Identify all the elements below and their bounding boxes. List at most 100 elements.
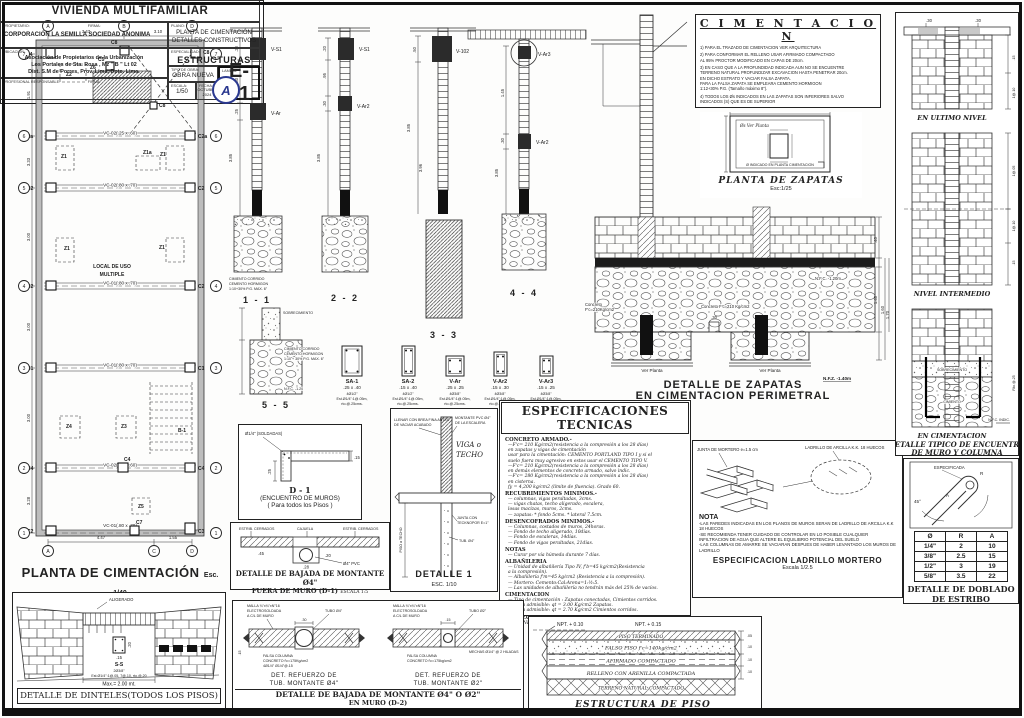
beam-section-SA1: SA-1 .25 x .40 4Ø1/2" Est.Ø1/4":1@.05m, … xyxy=(337,345,367,406)
svg-text:3.00: 3.00 xyxy=(26,232,31,241)
svg-text:.10: .10 xyxy=(747,658,752,662)
field-label: LAMINA: xyxy=(222,69,238,73)
svg-text:2Ø3/8": 2Ø3/8" xyxy=(113,669,125,673)
svg-text:F'c=210Kg/cm2: F'c=210Kg/cm2 xyxy=(585,307,615,312)
dintel-dim-h: .15 xyxy=(116,655,122,660)
ladrillo-nota-title: NOTA xyxy=(699,514,719,521)
svg-text:CIMIENTO: CIMIENTO xyxy=(943,400,961,404)
grid-bubbles xyxy=(18,20,222,557)
planta-zapatas-label: Øs Ver Planta xyxy=(739,123,769,128)
svg-text:3.85: 3.85 xyxy=(316,153,321,162)
svg-text:Z4: Z4 xyxy=(66,424,72,430)
d1-title: D - 1 xyxy=(289,485,311,495)
field-label: FECHA: xyxy=(199,84,213,88)
titleblock-professional-cell: PROFESIONAL RESPONSABLE: FIRMA: xyxy=(0,78,168,100)
sobrecimiento-band xyxy=(595,258,875,267)
svg-text:rto.@.25cms.: rto.@.25cms. xyxy=(397,402,418,406)
svg-text:A: A xyxy=(46,549,50,555)
estribo-th: A xyxy=(976,531,1008,542)
espec-lines: — Unidad de albañilería Tipo IV, f'b=45 … xyxy=(508,564,658,591)
planta-zapatas-note: Ø INDICADO EN PLANTA CIMENTACION xyxy=(746,163,814,167)
svg-text:3.85: 3.85 xyxy=(228,153,233,162)
svg-text:.30: .30 xyxy=(322,100,327,106)
svg-text:V-Ar: V-Ar xyxy=(449,379,461,385)
svg-text:1: 1 xyxy=(23,531,26,537)
svg-text:ELECTROSOLDADA: ELECTROSOLDADA xyxy=(247,609,282,613)
titleblock-specialty-cell: ESPECIALIDAD: ESTRUCTURAS xyxy=(168,48,260,66)
muro-columna-svg: .30 .30 .15 1@.10 EN ULTIMO NIVEL 1@.05 … xyxy=(896,18,1018,455)
montante-d1-title2: FUERA DE MURO (D-1) ESCALA 1:5 xyxy=(251,587,369,595)
svg-text:C3: C3 xyxy=(198,529,205,535)
cimentacion-note-1: 1) PARA EL TRAZADO DE CIMENTACION VER AR… xyxy=(700,45,822,50)
plan-zapata-outlines xyxy=(55,63,185,515)
svg-text:3.00: 3.00 xyxy=(26,413,31,422)
svg-text:.25 x .40: .25 x .40 xyxy=(343,385,361,390)
svg-text:SA-2: SA-2 xyxy=(402,379,415,385)
planta-zapatas-scale: Esc:1/25 xyxy=(770,186,792,192)
d1-dim-v: .25 xyxy=(267,468,272,474)
svg-text:rto.@.25cms.: rto.@.25cms. xyxy=(341,402,362,406)
layer-terreno: TERRENO NATURAL COMPACTADO xyxy=(598,686,685,692)
svg-text:3.28: 3.28 xyxy=(26,496,31,505)
dim: 1.55 xyxy=(169,535,178,540)
svg-text:MONTANTE PVC Ø4": MONTANTE PVC Ø4" xyxy=(455,416,491,420)
sheet-title: PLANTA DE CIMENTACIÓN DETALLES CONSTRUCT… xyxy=(172,30,256,44)
detalle1-panel: VIGA o TECHO LLENAR CON BREA FINA ANTES … xyxy=(390,408,498,592)
svg-text:V-S1: V-S1 xyxy=(359,47,370,53)
estribo-R: R xyxy=(980,471,984,476)
section-strip-3: V-102 .50 3.85 3.96 3 - 3 xyxy=(406,27,476,340)
section-strip-2: V-S1 V-Ar2 .20 .95 .30 3.85 2 - 2 xyxy=(316,27,370,303)
svg-text:V-Ar2: V-Ar2 xyxy=(536,140,549,146)
field-label: PROFESIONAL RESPONSABLE: xyxy=(3,80,61,84)
wall-sections-panel: V-S1 V-Ar .20 1.80 .25 3.85 CIMIENTO COR… xyxy=(228,8,588,412)
d1-panel: Ø1/4" (SOLDADAS) .15 .25 D - 1 (ENCUENTR… xyxy=(238,424,362,520)
espec-head: SOBRECARGA xyxy=(505,614,547,621)
svg-text:.15: .15 xyxy=(446,618,451,622)
svg-text:V-Ar2: V-Ar2 xyxy=(493,379,507,385)
detail-nivel-intermedio: 1@.05 1@.10 .15 xyxy=(904,132,1016,286)
espec-head: CIMENTACION xyxy=(505,592,550,599)
room-label-2: MULTIPLE xyxy=(100,272,125,278)
svg-text:Ø4" PVC: Ø4" PVC xyxy=(343,561,360,566)
svg-text:MALLA ¾"x¾"xN°16: MALLA ¾"x¾"xN°16 xyxy=(247,604,280,608)
notch-dim: .30 xyxy=(711,315,717,320)
d1-weld-label: Ø1/4" (SOLDADAS) xyxy=(245,431,283,436)
svg-text:A: A xyxy=(46,24,50,30)
ladrillo-callout-1: JUNTA DE MORTERO e=1.5 cm xyxy=(697,447,758,452)
svg-text:DET. REFUERZO DE: DET. REFUERZO DE xyxy=(271,673,337,679)
svg-text:.10: .10 xyxy=(747,670,752,674)
svg-text:Z1: Z1 xyxy=(159,245,165,251)
npt-015: NPT. + 0.15 xyxy=(635,622,661,628)
svg-text:TUBO Ø4": TUBO Ø4" xyxy=(325,609,343,613)
svg-text:N.F.C. -1.20: N.F.C. -1.20 xyxy=(284,387,303,391)
svg-text:.28: .28 xyxy=(303,565,309,570)
beam-section-VAr: V-Ar .25 x .25 4Ø3/8" Est.Ø1/4":1@.05m, … xyxy=(440,355,470,406)
svg-text:.15 x .40: .15 x .40 xyxy=(399,385,417,390)
estructura-piso-title: ESTRUCTURA DE PISO xyxy=(574,700,711,710)
svg-text:Z1: Z1 xyxy=(64,246,70,252)
svg-text:ESTRIB. CERRADOS: ESTRIB. CERRADOS xyxy=(239,527,275,531)
beam-label: VC-02(.25 x .60) xyxy=(103,131,137,136)
svg-text:.15: .15 xyxy=(238,651,242,656)
svg-text:4: 4 xyxy=(215,284,218,290)
svg-text:Ver Planta: Ver Planta xyxy=(641,368,663,373)
plan-columns xyxy=(45,45,201,536)
especificaciones-title: ESPECIFICACIONES TECNICAS xyxy=(501,402,689,434)
svg-text:TUB. Ø4": TUB. Ø4" xyxy=(459,539,475,543)
plan-beam-centerlines xyxy=(44,135,196,534)
svg-text:.15 x .30: .15 x .30 xyxy=(491,385,509,390)
detalle1-title: DETALLE 1 xyxy=(415,569,472,579)
svg-text:N.F.C. INDIC.: N.F.C. INDIC. xyxy=(988,418,1010,422)
svg-text:C1: C1 xyxy=(27,366,34,372)
beam-section-SA2: SA-2 .15 x .40 4Ø1/2" Est.Ø1/4":1@.05m, … xyxy=(393,345,423,406)
svg-text:3.00: 3.00 xyxy=(26,322,31,331)
svg-text:.10: .10 xyxy=(747,645,752,649)
svg-text:V-S1: V-S1 xyxy=(271,47,282,53)
svg-text:CEMENTO HORMIGON: CEMENTO HORMIGON xyxy=(229,282,268,286)
svg-text:1.91: 1.91 xyxy=(26,90,31,99)
svg-text:5: 5 xyxy=(215,186,218,192)
svg-text:B-1: B-1 xyxy=(178,428,186,434)
svg-text:ELECTROSOLDADA: ELECTROSOLDADA xyxy=(393,609,428,613)
